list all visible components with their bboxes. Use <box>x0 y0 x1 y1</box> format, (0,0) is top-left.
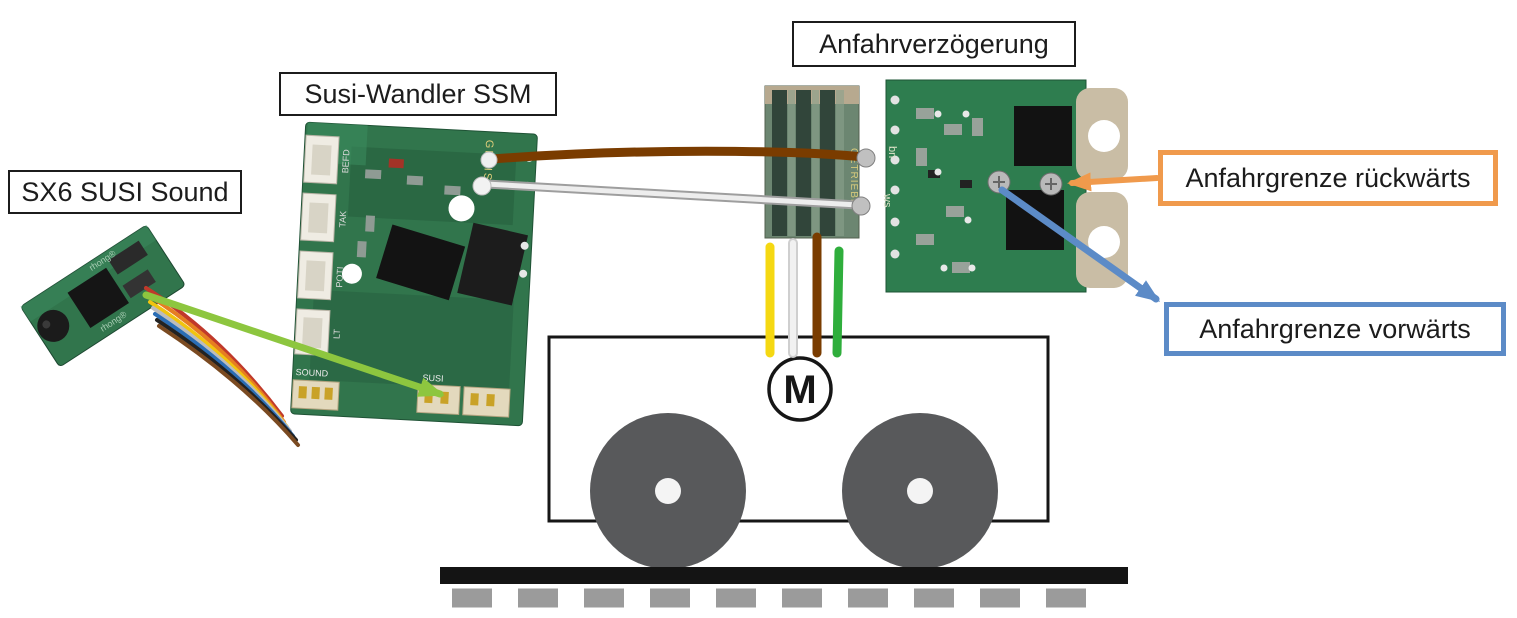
decoder-wire-brown <box>157 324 300 447</box>
sx6-component <box>122 269 156 299</box>
label-anfahrgrenze-vorwaerts: Anfahrgrenze vorwärts <box>1164 302 1506 356</box>
connector-slot <box>308 202 329 234</box>
delay-board-left: GETRIEBE <box>764 85 860 239</box>
capacitor-highlight <box>42 320 51 329</box>
connector-pin <box>486 393 495 407</box>
smd-component <box>944 124 962 135</box>
connector-pin <box>470 393 479 406</box>
smd-component <box>952 262 970 273</box>
pin-strip <box>820 90 835 236</box>
locomotive-group: M <box>440 335 1128 608</box>
connector-slot <box>304 260 326 292</box>
pin-strip <box>796 90 811 236</box>
label-sx6-susi-sound: SX6 SUSI Sound <box>8 170 242 214</box>
smd-component <box>946 206 964 217</box>
sx6-decoder: rhong® rhong® <box>20 224 185 367</box>
label-anfahrgrenze-rueckwaerts: Anfahrgrenze rückwärts <box>1158 150 1498 206</box>
smd-component <box>364 169 382 180</box>
wire-brown-horizontal <box>487 146 869 164</box>
sound-text: SOUND <box>295 367 328 379</box>
wheel-hub-left <box>655 478 681 504</box>
solder-pad <box>890 155 900 165</box>
solder-dot <box>934 168 942 176</box>
mounting-hole <box>1088 226 1120 258</box>
solder-pad <box>890 125 900 135</box>
solder-dot <box>940 264 948 272</box>
smd-component <box>365 215 375 232</box>
ssm-board: GLEIS BEFD TAK POTI LT SOUND SUSI <box>290 121 538 427</box>
ssm-ic-chip <box>376 224 466 301</box>
smd-component <box>960 180 972 188</box>
solder-dot <box>968 264 976 272</box>
wires <box>472 146 876 358</box>
pin-strip <box>772 90 787 236</box>
motor-label: M <box>783 368 816 412</box>
connector-pin <box>311 386 320 400</box>
smd-component <box>916 148 927 166</box>
pin-label: POTI <box>334 266 345 288</box>
strip-highlight <box>836 90 844 236</box>
sx6-pcb-shine <box>20 224 157 322</box>
solder-pad <box>890 217 900 227</box>
smd-component <box>916 108 934 119</box>
pin-label: BEFD <box>340 149 351 174</box>
solder-dot <box>964 216 972 224</box>
solder-blob <box>480 151 498 169</box>
connector-slot <box>311 144 332 176</box>
solder-lug-ws <box>851 196 871 216</box>
smd-component <box>388 158 404 169</box>
mounting-hole <box>341 263 362 284</box>
smd-component <box>356 241 367 258</box>
mounting-hole <box>1088 120 1120 152</box>
solder-pad <box>890 95 900 105</box>
bn-text: bn <box>886 146 898 158</box>
getriebe-text: GETRIEBE <box>848 148 859 207</box>
delay-board-right: bn ws <box>881 79 1128 293</box>
capacitor <box>37 309 70 342</box>
solder-lug-bn <box>856 148 876 168</box>
solder-pad <box>890 185 900 195</box>
relay-component <box>1014 106 1072 166</box>
sx6-chip <box>67 267 129 329</box>
wire-green-vertical <box>832 246 844 358</box>
annotation-arrows <box>142 172 1161 398</box>
smd-component <box>916 234 934 245</box>
solder-pad <box>520 241 529 250</box>
solder-pad <box>519 269 528 278</box>
label-anfahrverzoegerung: Anfahrverzögerung <box>792 21 1076 67</box>
solder-pad <box>890 249 900 259</box>
connector-pin <box>324 387 333 400</box>
wheel-hub-right <box>907 478 933 504</box>
smd-component <box>972 118 983 136</box>
pin-label: LT <box>332 328 343 339</box>
mounting-hole <box>448 195 475 222</box>
strip-highlight <box>812 90 819 236</box>
ssm-ic-chip <box>457 222 529 306</box>
smd-component <box>406 175 424 186</box>
rail <box>440 567 1128 584</box>
sx6-wire-bundle <box>144 286 300 447</box>
ws-text: ws <box>881 193 893 208</box>
arrow-susi-connection <box>142 291 445 398</box>
strip-highlight <box>788 90 795 236</box>
label-susi-wandler-ssm: Susi-Wandler SSM <box>279 72 557 116</box>
sx6-component <box>108 240 148 275</box>
arrow-limit-reverse <box>1067 172 1160 192</box>
smd-component <box>928 170 940 178</box>
solder-dot <box>934 110 942 118</box>
smd-component <box>444 185 461 196</box>
susi-text: SUSI <box>422 373 444 384</box>
connector-slot <box>302 317 323 349</box>
connector-pin <box>298 386 307 399</box>
wire-gray-horizontal <box>483 181 861 208</box>
arrow-limit-forward <box>998 186 1161 303</box>
solder-dot <box>962 110 970 118</box>
motor-circle <box>767 356 833 422</box>
solder-blob <box>472 176 492 196</box>
pin-label: TAK <box>337 211 348 228</box>
